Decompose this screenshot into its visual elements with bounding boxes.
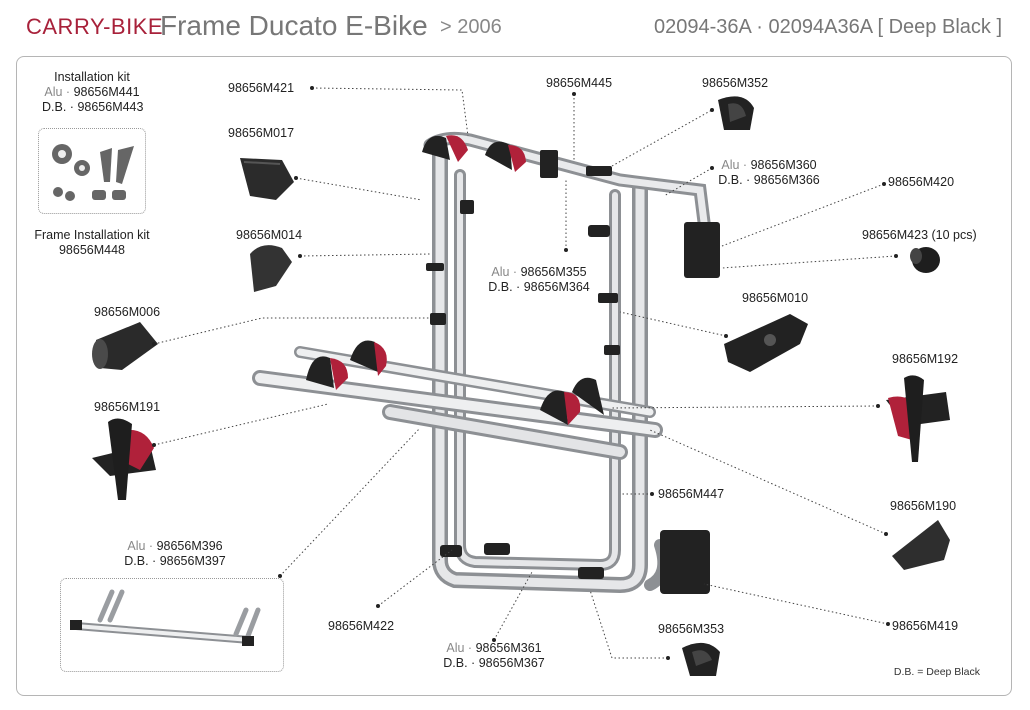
part-label-m352: 98656M352 (702, 76, 769, 90)
part-label-m191: 98656M191 (94, 400, 161, 414)
part-label-m423: 98656M423 (10 pcs) (862, 228, 977, 242)
alu-prefix: Alu · (446, 641, 473, 655)
m364-code: 98656M364 (523, 280, 590, 294)
frame-installation-kit-code: 98656M448 (58, 243, 126, 257)
installation-kit-box (38, 128, 146, 214)
product-codes: 02094-36A · 02094A36A [ Deep Black ] (653, 16, 1002, 38)
part-label-m355-364: Alu · 98656M355 D.B. · 98656M364 (474, 265, 604, 295)
part-label-m353: 98656M353 (658, 622, 725, 636)
part-label-m419: 98656M419 (892, 619, 959, 633)
m396-code: 98656M396 (156, 539, 223, 553)
m355-code: 98656M355 (520, 265, 587, 279)
part-label-m010: 98656M010 (742, 291, 809, 305)
part-label-m445: 98656M445 (546, 76, 613, 90)
part-label-m422: 98656M422 (328, 619, 395, 633)
legend-note: D.B. = Deep Black (893, 666, 980, 678)
frame-installation-kit-title: Frame Installation kit (34, 228, 150, 242)
diagram-frame (16, 56, 1012, 696)
installation-kit-title: Installation kit (54, 70, 130, 84)
crossbar-part-box (60, 578, 284, 672)
installation-kit-label: Installation kit Alu · 98656M441 D.B. · … (42, 70, 144, 115)
part-label-m006: 98656M006 (94, 305, 161, 319)
db-prefix: D.B. · (124, 554, 157, 568)
header: CARRY-BIKE Frame Ducato E-Bike > 2006 02… (0, 0, 1030, 50)
brand-label: CARRY-BIKE (26, 14, 164, 39)
part-label-m420: 98656M420 (888, 175, 955, 189)
frame-installation-kit-label: Frame Installation kit 98656M448 (30, 228, 154, 258)
m366-code: 98656M366 (753, 173, 820, 187)
part-label-m360-366: Alu · 98656M360 D.B. · 98656M366 (704, 158, 834, 188)
part-label-m014: 98656M014 (236, 228, 303, 242)
installation-kit-db-code: 98656M443 (77, 100, 144, 114)
m361-code: 98656M361 (475, 641, 542, 655)
alu-prefix: Alu · (491, 265, 518, 279)
m367-code: 98656M367 (478, 656, 545, 670)
installation-kit-alu-code: 98656M441 (73, 85, 140, 99)
part-label-m192: 98656M192 (892, 352, 959, 366)
alu-prefix: Alu · (721, 158, 748, 172)
part-label-m421: 98656M421 (228, 81, 295, 95)
db-prefix: D.B. · (488, 280, 521, 294)
page-title: Frame Ducato E-Bike (160, 10, 428, 41)
part-label-m447: 98656M447 (658, 487, 725, 501)
part-label-m396-397: Alu · 98656M396 D.B. · 98656M397 (110, 539, 240, 569)
db-prefix: D.B. · (42, 100, 74, 114)
part-label-m190: 98656M190 (890, 499, 957, 513)
m397-code: 98656M397 (159, 554, 226, 568)
db-prefix: D.B. · (443, 656, 476, 670)
alu-prefix: Alu · (127, 539, 154, 553)
alu-prefix: Alu · (44, 85, 71, 99)
m360-code: 98656M360 (750, 158, 817, 172)
db-prefix: D.B. · (718, 173, 751, 187)
part-label-m361-367: Alu · 98656M361 D.B. · 98656M367 (424, 641, 564, 671)
part-label-m017: 98656M017 (228, 126, 295, 140)
page-subtitle: > 2006 (440, 16, 502, 38)
